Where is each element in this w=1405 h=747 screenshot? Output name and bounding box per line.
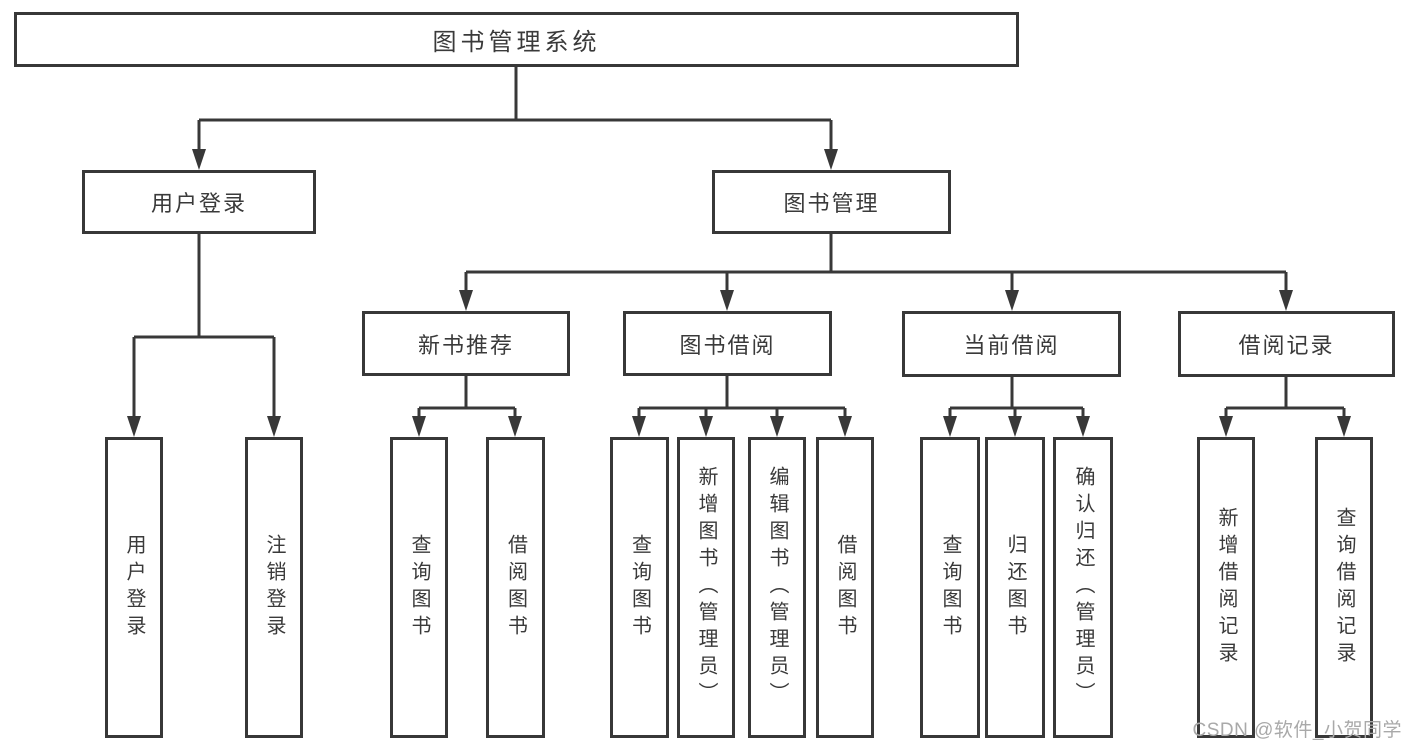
node-borrowing-records-label: 借阅记录 — [1238, 333, 1335, 358]
arrowhead-icon — [699, 416, 713, 437]
arrowheads-borrow-records — [1219, 416, 1351, 437]
leaf-query-books-current-label: 查询图书 — [939, 533, 961, 642]
csdn-watermark: CSDN @软件_小贺同学 — [1192, 720, 1402, 741]
node-new-book-recommendation: 新书推荐 — [362, 311, 570, 376]
node-new-book-recommendation-label: 新书推荐 — [417, 332, 514, 358]
leaf-add-books-admin-label: 新增图书（管理员） — [695, 466, 717, 709]
leaf-edit-books-admin-label: 编辑图书（管理员） — [766, 466, 788, 709]
arrowhead-icon — [1337, 416, 1351, 437]
connector-new-book-to-leaves — [417, 376, 517, 417]
leaf-edit-books-admin: 编辑图书（管理员） — [748, 437, 806, 738]
leaf-borrow-books-recommend: 借阅图书 — [486, 437, 545, 738]
arrowheads-level3 — [459, 290, 1293, 311]
arrowhead-icon — [838, 416, 852, 437]
arrowhead-icon — [127, 416, 141, 437]
leaf-confirm-return-admin-label: 确认归还（管理员） — [1072, 466, 1094, 709]
leaf-query-borrow-record-label: 查询借阅记录 — [1333, 506, 1355, 669]
arrowhead-icon — [824, 149, 838, 170]
arrowhead-icon — [192, 149, 206, 170]
leaf-borrow-books-recommend-label: 借阅图书 — [504, 533, 527, 642]
node-root-system: 图书管理系统 — [14, 12, 1019, 67]
connector-current-borrow-to-leaves — [948, 377, 1085, 417]
connector-book-borrow-to-leaves — [637, 376, 847, 417]
leaf-query-books-recommend-label: 查询图书 — [408, 533, 430, 642]
node-book-management: 图书管理 — [712, 170, 951, 234]
arrowhead-icon — [1005, 290, 1019, 311]
leaf-add-borrow-record: 新增借阅记录 — [1197, 437, 1255, 738]
arrowheads-user-login — [127, 416, 281, 437]
node-book-management-label: 图书管理 — [783, 191, 880, 216]
connector-user-login-to-leaves — [132, 234, 276, 417]
node-book-borrowing-label: 图书借阅 — [679, 332, 776, 358]
leaf-query-borrow-record: 查询借阅记录 — [1315, 437, 1373, 738]
leaf-return-books-label: 归还图书 — [1004, 533, 1026, 642]
arrowhead-icon — [459, 290, 473, 311]
arrowheads-book-borrow — [632, 416, 852, 437]
connector-borrow-records-to-leaves — [1224, 377, 1346, 417]
arrowhead-icon — [508, 416, 522, 437]
node-book-borrowing: 图书借阅 — [623, 311, 832, 376]
leaf-logout-label: 注销登录 — [263, 533, 285, 642]
leaf-query-books-recommend: 查询图书 — [390, 437, 448, 738]
leaf-confirm-return-admin: 确认归还（管理员） — [1053, 437, 1113, 738]
leaf-return-books: 归还图书 — [985, 437, 1045, 738]
arrowhead-icon — [943, 416, 957, 437]
leaf-borrow-books-borrow-label: 借阅图书 — [834, 533, 856, 642]
arrowheads-level2 — [192, 149, 838, 170]
arrowhead-icon — [770, 416, 784, 437]
node-current-borrowing: 当前借阅 — [902, 311, 1121, 377]
arrowhead-icon — [1279, 290, 1293, 311]
leaf-user-login: 用户登录 — [105, 437, 163, 738]
arrowhead-icon — [1076, 416, 1090, 437]
leaf-add-books-admin: 新增图书（管理员） — [677, 437, 735, 738]
arrowhead-icon — [412, 416, 426, 437]
arrowhead-icon — [1008, 416, 1022, 437]
leaf-user-login-label: 用户登录 — [123, 533, 145, 642]
leaf-query-books-borrow-label: 查询图书 — [628, 533, 651, 642]
leaf-query-books-borrow: 查询图书 — [610, 437, 669, 738]
arrowheads-new-book — [412, 416, 522, 437]
leaf-borrow-books-borrow: 借阅图书 — [816, 437, 874, 738]
arrowhead-icon — [267, 416, 281, 437]
connector-root-to-level2 — [197, 67, 833, 150]
arrowhead-icon — [720, 290, 734, 311]
leaf-logout: 注销登录 — [245, 437, 303, 738]
arrowheads-current-borrow — [943, 416, 1090, 437]
node-user-login-label: 用户登录 — [150, 191, 247, 216]
node-borrowing-records: 借阅记录 — [1178, 311, 1395, 377]
node-user-login: 用户登录 — [82, 170, 316, 234]
connector-book-management-to-level3 — [464, 234, 1288, 291]
arrowhead-icon — [632, 416, 646, 437]
arrowhead-icon — [1219, 416, 1233, 437]
node-root-system-label: 图书管理系统 — [432, 29, 601, 56]
node-current-borrowing-label: 当前借阅 — [963, 333, 1060, 358]
leaf-query-books-current: 查询图书 — [920, 437, 980, 738]
leaf-add-borrow-record-label: 新增借阅记录 — [1215, 506, 1237, 669]
